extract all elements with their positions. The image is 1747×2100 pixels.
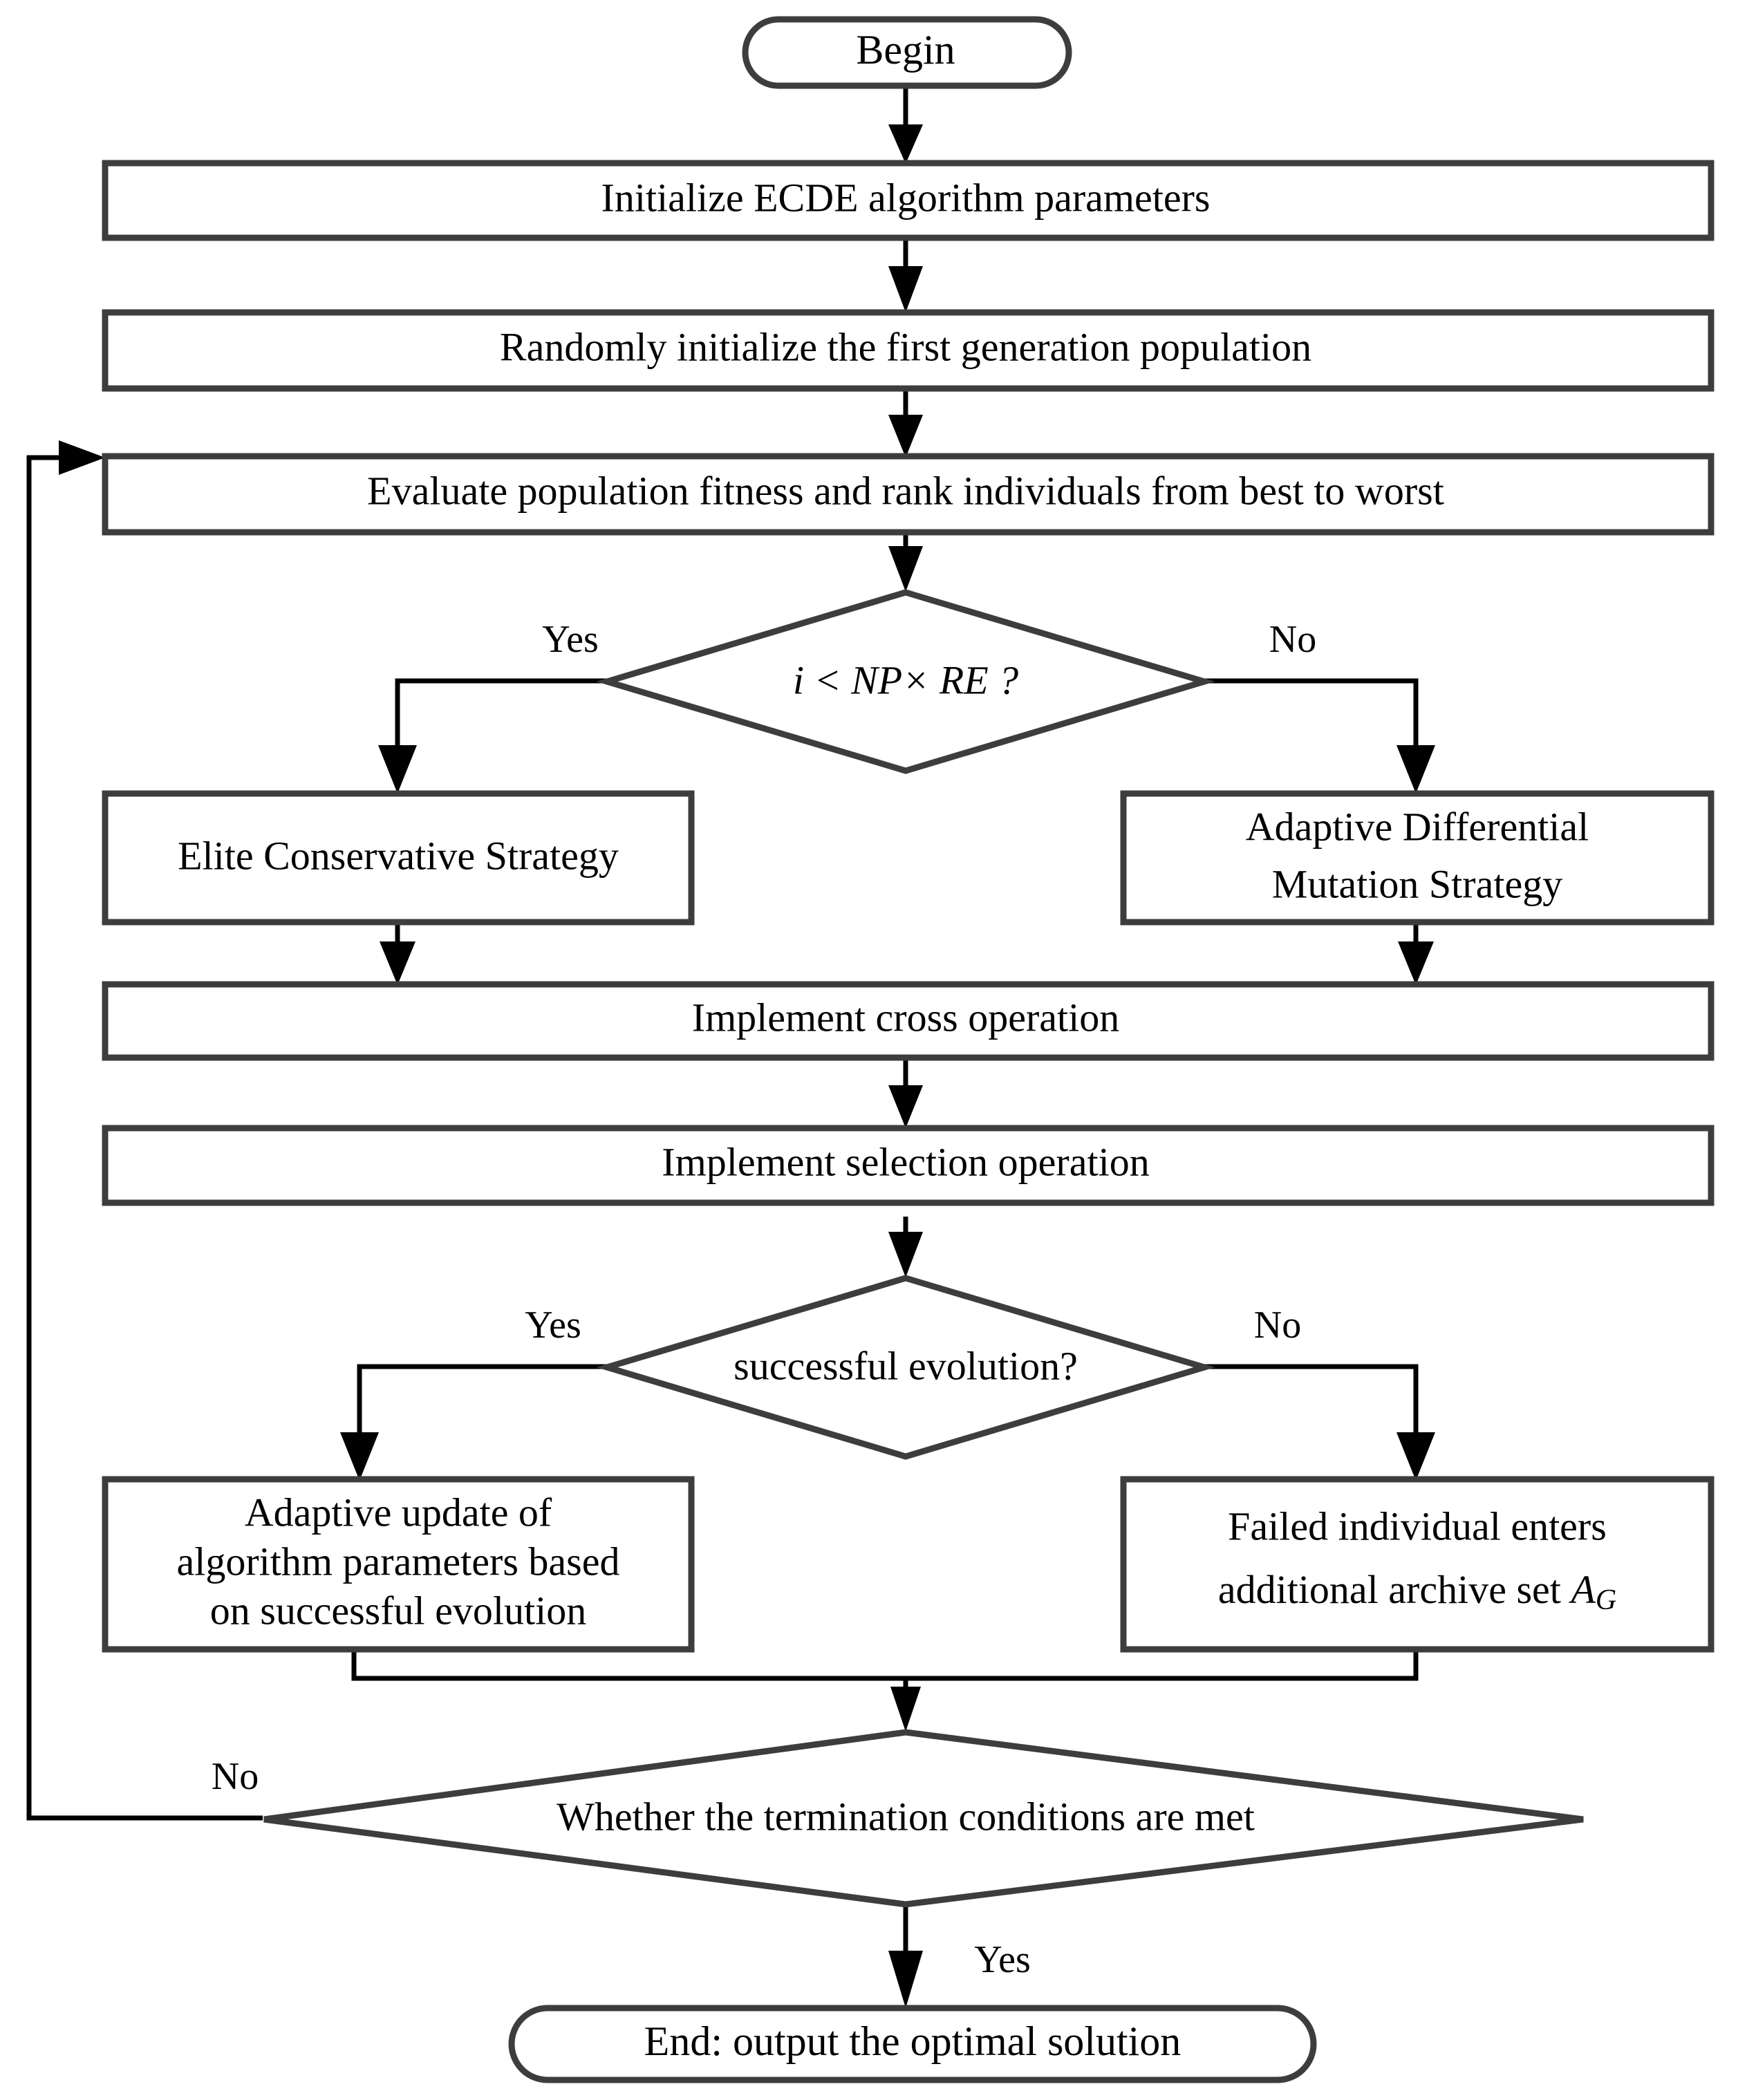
failed-archive-var-a: A	[1568, 1567, 1596, 1612]
node-elite-strategy[interactable]	[102, 790, 695, 926]
node-evaluate-label: Evaluate population fitness and rank ind…	[367, 468, 1444, 513]
edge-evaluate-to-decision-np-re	[888, 531, 923, 592]
edge-decision-success-yes	[340, 1364, 608, 1481]
failed-archive-line2-text: additional archive set	[1218, 1567, 1571, 1612]
edge-merge-to-termination	[351, 1649, 1419, 1732]
node-adaptive-update-line1: Adaptive update of	[245, 1490, 552, 1535]
node-cross-operation[interactable]	[102, 981, 1715, 1061]
edge-decision-np-re-no	[1203, 678, 1435, 794]
edge-cross-to-selection	[888, 1056, 923, 1128]
edge-init-population-to-evaluate	[888, 387, 923, 458]
edge-elite-to-cross	[380, 922, 415, 985]
edge-decision-np-re-yes	[378, 678, 608, 794]
edge-label-success-yes: Yes	[525, 1304, 581, 1347]
node-adaptive-update[interactable]	[102, 1476, 695, 1653]
node-adaptive-mutation[interactable]	[1120, 790, 1715, 926]
node-adaptive-update-line3: on successful evolution	[210, 1588, 586, 1633]
edge-label-np-re-yes: Yes	[542, 618, 598, 661]
node-decision-termination[interactable]	[263, 1729, 1584, 1908]
node-init-population-label: Randomly initialize the first generation…	[500, 324, 1311, 369]
node-init-params-label: Initialize ECDE algorithm parameters	[601, 175, 1211, 220]
edge-mutation-to-cross	[1398, 922, 1434, 985]
node-cross-operation-label: Implement cross operation	[692, 995, 1120, 1040]
node-decision-success-label: successful evolution?	[734, 1343, 1078, 1388]
edge-begin-to-init-params	[888, 84, 923, 164]
edge-label-np-re-no: No	[1269, 618, 1316, 661]
node-elite-strategy-label: Elite Conservative Strategy	[178, 833, 619, 878]
failed-archive-sub-g: G	[1596, 1584, 1616, 1616]
node-adaptive-mutation-line1: Adaptive Differential	[1246, 804, 1589, 849]
node-failed-archive-line2: additional archive set AG	[1218, 1567, 1616, 1615]
node-end[interactable]	[508, 2005, 1317, 2083]
node-decision-success[interactable]	[596, 1275, 1215, 1460]
node-init-params[interactable]	[102, 160, 1715, 241]
node-evaluate[interactable]	[102, 453, 1715, 536]
node-begin[interactable]	[742, 16, 1072, 89]
node-decision-np-re-label: i < NP× RE ?	[793, 657, 1018, 702]
edge-decision-success-no	[1203, 1364, 1435, 1481]
node-init-population[interactable]	[102, 309, 1715, 392]
node-begin-label: Begin	[856, 27, 955, 73]
node-failed-archive[interactable]	[1120, 1476, 1715, 1653]
edge-termination-no-loop	[26, 440, 263, 1821]
node-selection-operation[interactable]	[102, 1125, 1715, 1206]
node-adaptive-update-line2: algorithm parameters based	[177, 1539, 620, 1584]
edge-label-success-no: No	[1254, 1304, 1301, 1347]
node-decision-termination-label: Whether the termination conditions are m…	[557, 1794, 1255, 1839]
node-failed-archive-line1: Failed individual enters	[1228, 1503, 1607, 1548]
edge-termination-yes-to-end	[888, 1904, 923, 2008]
node-decision-np-re[interactable]	[596, 589, 1215, 774]
node-selection-operation-label: Implement selection operation	[662, 1139, 1149, 1184]
node-adaptive-mutation-line2: Mutation Strategy	[1272, 861, 1562, 906]
edge-label-termination-no: No	[212, 1755, 259, 1798]
edge-label-termination-yes: Yes	[974, 1938, 1030, 1981]
edge-init-params-to-init-population	[888, 236, 923, 312]
node-end-label: End: output the optimal solution	[644, 2018, 1181, 2064]
edge-selection-to-decision-success	[888, 1217, 923, 1277]
